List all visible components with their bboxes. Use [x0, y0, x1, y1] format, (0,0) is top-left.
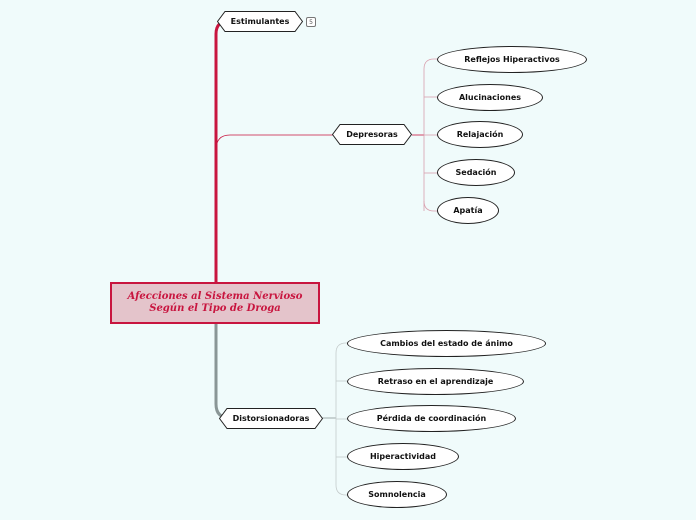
topic-label: Alucinaciones — [458, 93, 522, 102]
topic-apatia[interactable]: Apatía — [437, 197, 499, 224]
topic-label: Relajación — [456, 130, 504, 139]
topic-somnolencia[interactable]: Somnolencia — [347, 481, 447, 508]
topic-label: Cambios del estado de ánimo — [380, 339, 513, 348]
hexagon-shape — [217, 11, 303, 32]
topic-label: Retraso en el aprendizaje — [377, 377, 494, 386]
topic-label: Apatía — [453, 206, 483, 215]
branch-depresoras[interactable]: Depresoras — [332, 124, 412, 145]
central-topic-line-2: Según el Tipo de Droga — [149, 303, 281, 314]
hexagon-shape — [332, 124, 412, 145]
topic-cambios-estado-animo[interactable]: Cambios del estado de ánimo — [347, 330, 546, 357]
collapsed-count-badge[interactable]: 5 — [306, 17, 316, 27]
topic-label: Hiperactividad — [369, 452, 437, 461]
topic-retraso-aprendizaje[interactable]: Retraso en el aprendizaje — [347, 368, 524, 395]
branch-distorsionadoras[interactable]: Distorsionadoras — [219, 408, 323, 429]
branch-distorsionadoras-label: Distorsionadoras — [232, 414, 310, 423]
topic-sedacion[interactable]: Sedación — [437, 159, 515, 186]
central-topic[interactable]: Afecciones al Sistema Nervioso Según el … — [110, 282, 320, 324]
topic-hiperactividad[interactable]: Hiperactividad — [347, 443, 459, 470]
topic-alucinaciones[interactable]: Alucinaciones — [437, 84, 543, 111]
topic-label: Somnolencia — [368, 490, 426, 499]
topic-label: Reflejos Hiperactivos — [464, 55, 560, 64]
branch-estimulantes-label: Estimulantes — [230, 17, 290, 26]
branch-depresoras-label: Depresoras — [346, 130, 398, 139]
topic-perdida-coordinacion[interactable]: Pérdida de coordinación — [347, 405, 516, 432]
branch-estimulantes[interactable]: Estimulantes — [217, 11, 303, 32]
topic-label: Pérdida de coordinación — [376, 414, 487, 423]
hexagon-shape — [219, 408, 323, 429]
topic-reflejos-hiperactivos[interactable]: Reflejos Hiperactivos — [437, 46, 587, 73]
topic-label: Sedación — [455, 168, 497, 177]
central-topic-line-1: Afecciones al Sistema Nervioso — [127, 291, 303, 302]
topic-relajacion[interactable]: Relajación — [437, 121, 523, 148]
